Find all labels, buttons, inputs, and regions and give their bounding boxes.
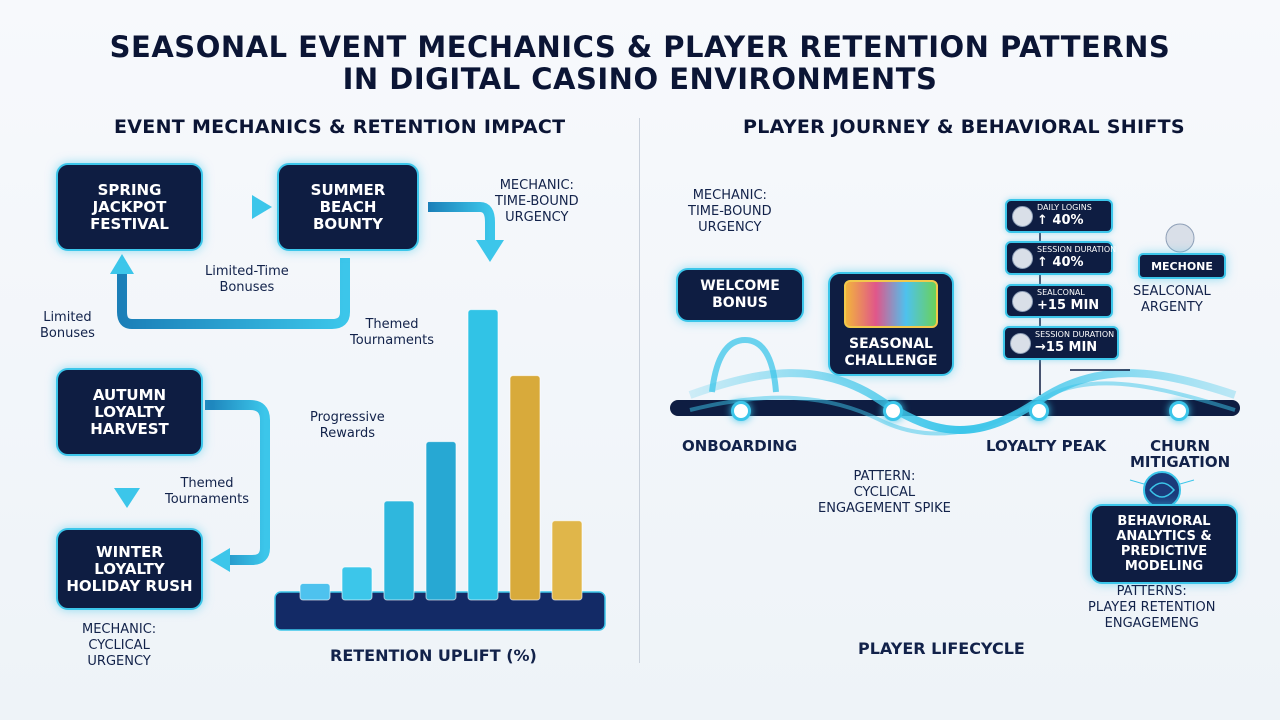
summer-card[interactable]: SUMMER BEACH BOUNTY bbox=[277, 163, 419, 251]
stat-seasonal: SEALCONAL+15 MIN bbox=[1005, 284, 1113, 318]
avatar-icon bbox=[1012, 248, 1033, 269]
left-section-heading: EVENT MECHANICS & RETENTION IMPACT bbox=[114, 116, 566, 138]
retention-bar-3 bbox=[425, 441, 457, 601]
winter-card-line: WINTER bbox=[96, 542, 163, 561]
timeline-bar bbox=[670, 400, 1240, 416]
player-lifecycle-label: PLAYER LIFECYCLE bbox=[858, 639, 1025, 658]
spring-card-line: SPRING bbox=[97, 180, 162, 199]
arrow-autumn-loop bbox=[205, 400, 270, 565]
retention-bar-5 bbox=[509, 375, 541, 601]
page-title-line2: IN DIGITAL CASINO ENVIRONMENTS bbox=[342, 62, 938, 96]
spring-card-line: FESTIVAL bbox=[90, 214, 169, 233]
stage-loyalty-peak: LOYALTY PEAK bbox=[986, 437, 1107, 455]
spring-card-line: JACKPOT bbox=[92, 197, 167, 216]
stat-daily-logins: DAILY LOGINS↑ 40% bbox=[1005, 199, 1113, 233]
timeline-node-onboarding bbox=[731, 401, 751, 421]
timeline-node-loyalty bbox=[1029, 401, 1049, 421]
mechone-badge: MECHONE bbox=[1138, 253, 1226, 279]
right-section-heading: PLAYER JOURNEY & BEHAVIORAL SHIFTS bbox=[743, 116, 1185, 138]
avatar-icon bbox=[1012, 291, 1033, 312]
avatar-icon bbox=[1165, 223, 1195, 253]
avatar-icon bbox=[1012, 206, 1033, 227]
brain-icon bbox=[1129, 471, 1195, 509]
timeline-node-churn bbox=[1169, 401, 1189, 421]
autumn-card[interactable]: AUTUMN LOYALTY HARVEST bbox=[56, 368, 203, 456]
stat-session-duration-1: SESSION DURATION↑ 40% bbox=[1005, 241, 1116, 275]
winter-card-line: HOLIDAY RUSH bbox=[66, 576, 193, 595]
autumn-card-line: HARVEST bbox=[90, 419, 169, 438]
retention-bar-0 bbox=[299, 583, 331, 601]
page-title-line1: SEASONAL EVENT MECHANICS & PLAYER RETENT… bbox=[109, 30, 1171, 64]
autumn-card-line: AUTUMN bbox=[92, 385, 167, 404]
spring-card[interactable]: SPRING JACKPOT FESTIVAL bbox=[56, 163, 203, 251]
stat-session-duration-2: SESSION DURATION→15 MIN bbox=[1003, 326, 1119, 360]
summer-card-line: BOUNTY bbox=[312, 214, 383, 233]
slot-machine-icon bbox=[844, 280, 938, 328]
arrow-summer-chart bbox=[428, 202, 495, 240]
arrow-summer-loop bbox=[117, 258, 350, 329]
retention-uplift-label: RETENTION UPLIFT (%) bbox=[330, 646, 537, 665]
timeline-node-engagement bbox=[883, 401, 903, 421]
winter-card[interactable]: WINTER LOYALTY HOLIDAY RUSH bbox=[56, 528, 203, 610]
section-divider bbox=[639, 118, 640, 663]
retention-bar-4 bbox=[467, 309, 499, 601]
stage-onboarding: ONBOARDING bbox=[682, 437, 798, 455]
autumn-card-line: LOYALTY bbox=[94, 402, 165, 421]
retention-bar-6 bbox=[551, 520, 583, 601]
retention-bar-2 bbox=[383, 500, 415, 601]
summer-card-line: SUMMER bbox=[310, 180, 386, 199]
retention-bar-1 bbox=[341, 566, 373, 601]
winter-card-line: LOYALTY bbox=[94, 559, 165, 578]
summer-card-line: BEACH bbox=[319, 197, 377, 216]
avatar-icon bbox=[1010, 333, 1031, 354]
